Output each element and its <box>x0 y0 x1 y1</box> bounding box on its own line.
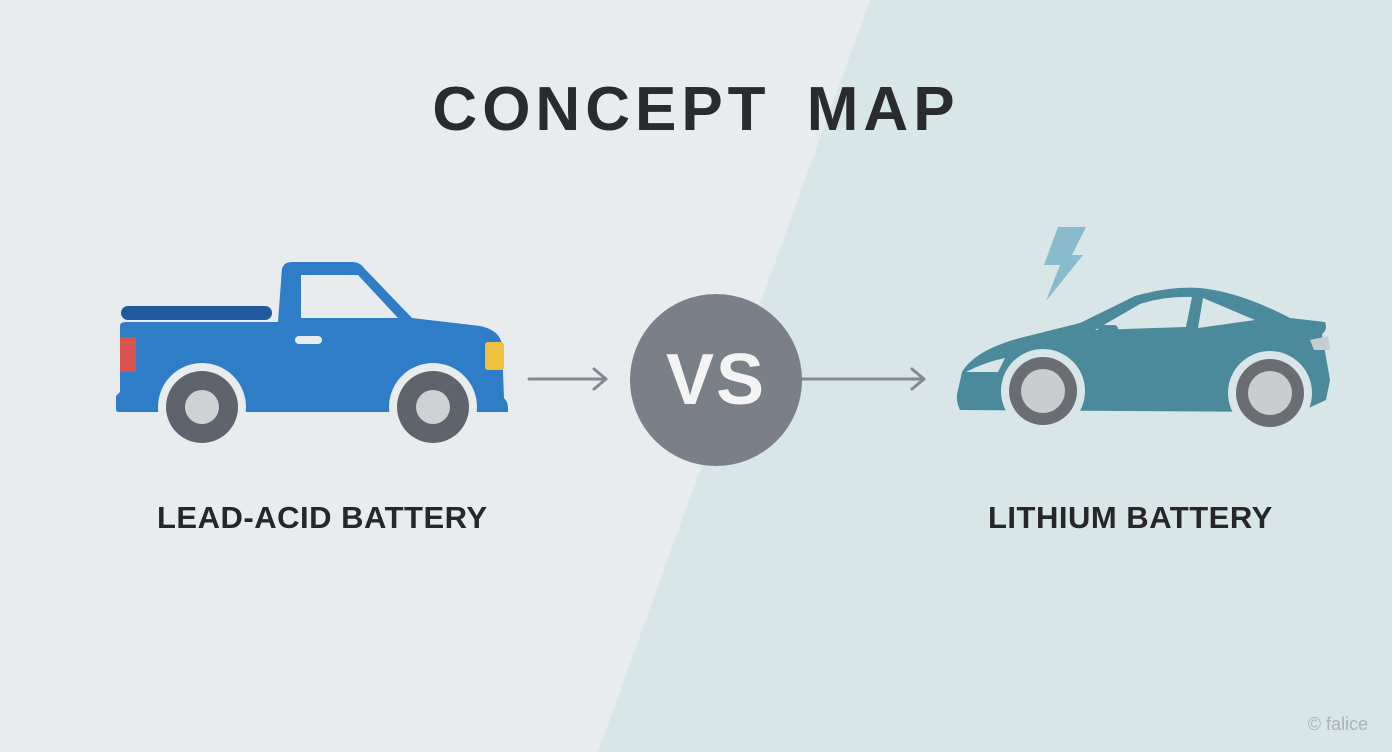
vs-badge: VS <box>630 294 802 466</box>
lithium-battery-label: LITHIUM BATTERY <box>988 500 1273 535</box>
arrow-right-icon <box>800 367 926 391</box>
lightning-bolt-icon <box>1044 227 1086 301</box>
pickup-truck-icon <box>116 262 508 451</box>
lead-acid-battery-label: LEAD-ACID BATTERY <box>157 500 488 535</box>
watermark: © falice <box>1307 714 1368 734</box>
arrow-right-icon <box>527 367 608 391</box>
page-title: CONCEPT MAP <box>432 75 960 144</box>
electric-sports-car-icon <box>956 287 1330 435</box>
